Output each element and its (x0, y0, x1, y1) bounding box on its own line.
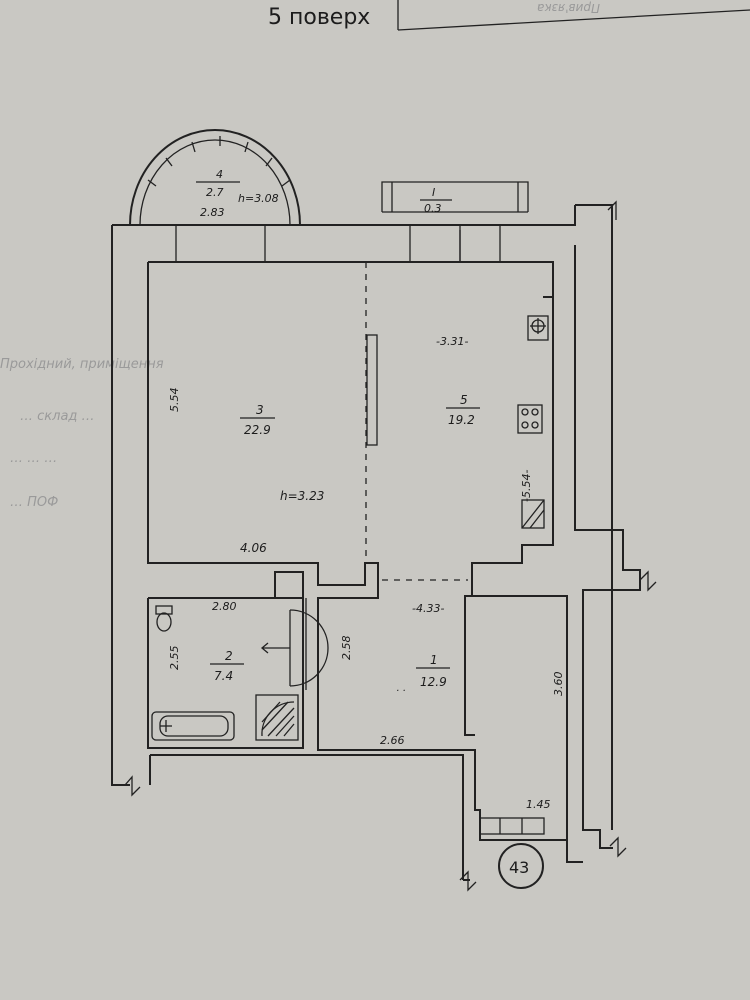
hall-bottom-dimension: 2.66 (380, 734, 405, 747)
balcony-dimension: 2.83 (200, 206, 225, 219)
stove-icon (517, 404, 543, 434)
bathroom-area: 7.4 (214, 669, 233, 683)
bathtub-icon (151, 711, 235, 741)
sink-icon (527, 315, 549, 341)
kitchen-number: 5 (460, 393, 468, 407)
balcony (129, 129, 301, 226)
shower-icon (255, 694, 299, 741)
floor-title: 5 поверх (268, 5, 370, 30)
living-number: 3 (256, 403, 264, 417)
kitchen-height-dimension: -5.54- (520, 470, 533, 502)
living-area: 22.9 (244, 423, 271, 437)
sheet-edge-line (397, 9, 750, 31)
wardrobe-block (366, 334, 378, 446)
ghost-text: … склад … (20, 409, 95, 424)
hall-area: 12.9 (420, 675, 447, 689)
corner-note: Прив'язка (537, 1, 600, 15)
apartment-number-badge (498, 843, 544, 889)
niche-area: 0.3 (424, 202, 442, 215)
hall-height-dimension: 3.60 (552, 672, 565, 697)
toilet-icon (155, 605, 173, 632)
hall-number: 1 (430, 653, 438, 667)
entrance-marks (479, 817, 545, 835)
bathroom-width-dimension: 2.80 (212, 600, 237, 613)
bathroom-number: 2 (225, 649, 233, 663)
niche-outline (381, 181, 529, 213)
entry-dimension: 1.45 (526, 798, 551, 811)
balcony-number: 4 (216, 168, 223, 181)
balcony-height: h=3.08 (238, 192, 279, 205)
ghost-text: … ПОФ (10, 495, 58, 510)
niche-number: I (432, 186, 435, 199)
kitchen-width-dimension: -3.31- (436, 335, 468, 348)
apartment-number: 43 (509, 858, 529, 877)
balcony-area: 2.7 (206, 186, 224, 199)
kitchen-area: 19.2 (448, 413, 475, 427)
hall-width-dimension: -4.33- (412, 602, 444, 615)
window-marks (175, 225, 501, 262)
hall-side-dimension: 2.58 (340, 636, 353, 661)
break-marks (124, 200, 657, 892)
bathroom-height-dimension: 2.55 (168, 646, 181, 671)
hall-mark: · · (396, 686, 406, 697)
living-height: h=3.23 (280, 489, 324, 503)
boiler-icon (521, 499, 545, 529)
outer-walls (111, 204, 641, 881)
ghost-text: Прохідний, приміщення (0, 357, 164, 372)
ghost-text: … … … (10, 451, 57, 466)
living-height-dimension: 5.54 (168, 388, 181, 413)
living-width-dimension: 4.06 (240, 541, 267, 555)
